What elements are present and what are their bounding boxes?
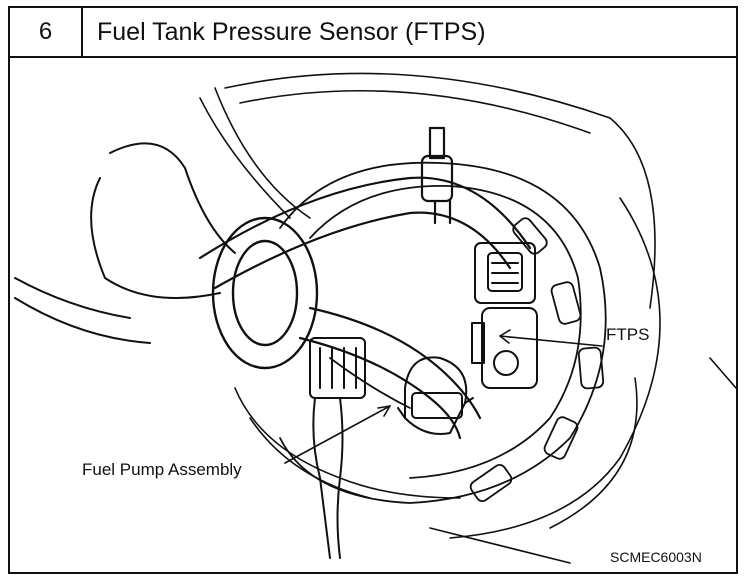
figure-title: Fuel Tank Pressure Sensor (FTPS)	[97, 17, 486, 46]
figure-frame: 6 Fuel Tank Pressure Sensor (FTPS)	[8, 6, 738, 574]
figure-code: SCMEC6003N	[610, 549, 702, 565]
left-hose	[14, 142, 236, 344]
fuel-pump-label: Fuel Pump Assembly	[82, 460, 242, 479]
header-row: 6 Fuel Tank Pressure Sensor (FTPS)	[10, 8, 736, 58]
left-connector	[309, 337, 366, 559]
tank-opening-arcs	[199, 72, 736, 539]
ftps-sensor	[471, 242, 538, 389]
leader-lines	[284, 329, 603, 464]
pump-connector	[397, 356, 474, 435]
ftps-label: FTPS	[606, 325, 650, 344]
grommet-ring	[211, 216, 319, 370]
lower-arcs	[234, 387, 571, 564]
step-number: 6	[10, 8, 83, 56]
center-pipe	[198, 126, 532, 440]
mounting-flange	[279, 161, 607, 504]
fuel-pump-illustration	[14, 72, 736, 564]
